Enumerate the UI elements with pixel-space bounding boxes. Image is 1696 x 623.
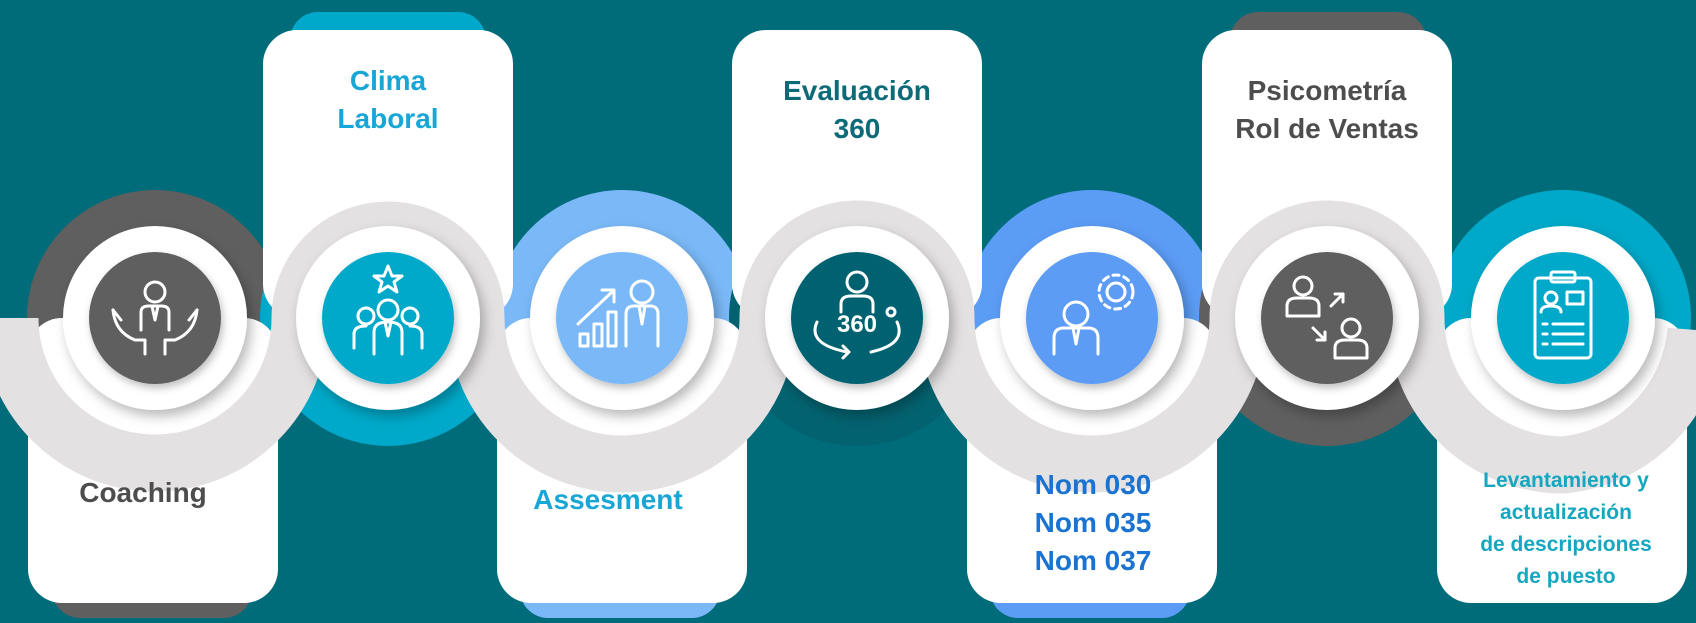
person-360-icon: 360	[813, 270, 901, 360]
step-label-clima-laboral: Clima Laboral	[263, 62, 513, 138]
icon-bg-levantamiento	[1497, 252, 1629, 384]
icon-bg-nom	[1026, 252, 1158, 384]
label-line: Nom 035	[1034, 507, 1152, 538]
label-line: de descripciones	[1480, 533, 1652, 556]
label-line: Rol de Ventas	[1235, 113, 1419, 144]
step-label-psicometria: Psicometría Rol de Ventas	[1202, 72, 1452, 148]
label-line: Psicometría	[1247, 75, 1407, 106]
team-star-icon	[352, 264, 424, 356]
label-line: 360	[833, 113, 881, 144]
step-label-coaching: Coaching	[18, 474, 268, 512]
label-line: Assesment	[533, 484, 683, 515]
coaching-icon	[111, 280, 199, 356]
label-line: Clima	[349, 65, 427, 96]
icon-bg-evaluacion	[791, 252, 923, 384]
clipboard-profile-icon	[1533, 270, 1593, 360]
icon-bg-psicometria	[1261, 252, 1393, 384]
people-exchange-icon	[1285, 275, 1369, 360]
label-line: Laboral	[337, 103, 439, 134]
label-line: Evaluación	[783, 75, 931, 106]
icon-bg-assesment	[556, 252, 688, 384]
step-label-nom: Nom 030 Nom 035 Nom 037	[968, 466, 1218, 580]
step-label-levantamiento: Levantamiento y actualización de descrip…	[1441, 465, 1691, 593]
person-gear-icon	[1052, 273, 1135, 356]
step-label-assesment: Assesment	[483, 481, 733, 519]
label-line: Nom 037	[1034, 545, 1152, 576]
label-line: Coaching	[79, 477, 207, 508]
label-line: actualización	[1500, 501, 1632, 524]
icon-circles	[89, 252, 1629, 384]
label-line: Nom 030	[1034, 469, 1152, 500]
icon-bg-clima	[322, 252, 454, 384]
step-label-evaluacion-360: Evaluación 360	[732, 72, 982, 148]
growth-chart-person-icon	[576, 279, 660, 348]
label-line: de puesto	[1516, 565, 1616, 588]
svg-text:360: 360	[837, 311, 877, 338]
label-line: Levantamiento y	[1483, 469, 1649, 492]
